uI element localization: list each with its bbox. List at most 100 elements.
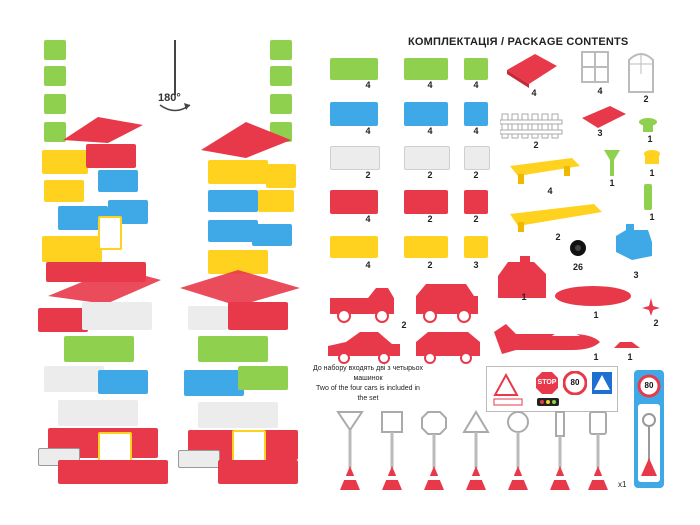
qty-white-small: 2 bbox=[473, 170, 479, 180]
qty-blue-small: 4 bbox=[473, 126, 479, 136]
roof-middle-right bbox=[180, 270, 300, 306]
package-contents-title: КОМПЛЕКТАЦІЯ / PACKAGE CONTENTS bbox=[408, 36, 629, 48]
qty-green-large: 4 bbox=[365, 80, 371, 90]
qty-yellow-cap: 1 bbox=[649, 168, 655, 178]
qty-blue-chair: 3 bbox=[633, 270, 639, 280]
tall-speed-limit-text: 80 bbox=[644, 381, 654, 390]
pedestrian-crossing-sign-icon bbox=[592, 372, 612, 394]
white-brick-small bbox=[464, 146, 490, 170]
yellow-brick-large bbox=[330, 236, 378, 258]
awning bbox=[582, 106, 626, 128]
qty-cup: 1 bbox=[647, 134, 653, 144]
barrier-sign-icon bbox=[493, 398, 523, 406]
yellow-brick-medium bbox=[404, 236, 448, 258]
stop-sign-text: STOP bbox=[537, 379, 557, 386]
qty-red-cabin: 1 bbox=[521, 292, 527, 302]
car-pickup bbox=[330, 288, 394, 323]
cars-note-en: Two of the four cars is included in the … bbox=[316, 385, 420, 402]
sign-set-count: x1 bbox=[618, 480, 627, 489]
car-sedan bbox=[328, 332, 400, 364]
qty-yellow-medium: 2 bbox=[427, 260, 433, 270]
qty-green-medium: 4 bbox=[427, 80, 433, 90]
tall-sign-card: 80 bbox=[634, 370, 664, 488]
qty-yellow-plate: 2 bbox=[555, 232, 561, 242]
tall-speed-limit-icon bbox=[637, 374, 661, 398]
qty-red-large: 4 bbox=[365, 214, 371, 224]
qty-blue-large: 4 bbox=[365, 126, 371, 136]
speed-limit-text: 80 bbox=[570, 378, 580, 387]
car-suv bbox=[416, 284, 478, 323]
qty-cars: 2 bbox=[401, 320, 407, 330]
assembled-tower-front bbox=[38, 40, 168, 490]
yellow-long-plate bbox=[510, 158, 580, 184]
sign-sheet: STOP 80 bbox=[486, 366, 618, 412]
white-brick-large bbox=[330, 146, 380, 170]
sign-posts-row bbox=[336, 410, 608, 490]
red-brick-small bbox=[464, 190, 488, 214]
qty-roof: 4 bbox=[531, 88, 537, 98]
green-tube bbox=[604, 150, 620, 176]
sign-post-rectangle bbox=[588, 411, 608, 490]
assembled-tower-back bbox=[178, 40, 308, 490]
qty-window: 4 bbox=[597, 86, 603, 96]
car-van bbox=[416, 332, 480, 364]
blue-brick-medium bbox=[404, 102, 448, 126]
qty-yellow-large: 4 bbox=[365, 260, 371, 270]
green-brick-small bbox=[464, 58, 488, 80]
blue-brick-large bbox=[330, 102, 378, 126]
window-frame bbox=[581, 51, 609, 83]
yellow-cap bbox=[644, 150, 660, 164]
rotation-label: 180° bbox=[158, 92, 181, 104]
sign-post-triangle-up bbox=[462, 410, 490, 490]
rotation-arrow-icon bbox=[159, 40, 191, 112]
green-cup bbox=[639, 118, 657, 132]
sign-post-circle bbox=[507, 411, 529, 490]
tall-sign-post-icon bbox=[641, 413, 657, 476]
qty-plane-tail: 1 bbox=[627, 352, 633, 362]
qty-yellow-small: 3 bbox=[473, 260, 479, 270]
qty-red-medium: 2 bbox=[427, 214, 433, 224]
cars-note-ua: До набору входять дві з четырьох машинок bbox=[313, 365, 423, 382]
red-cabin bbox=[498, 256, 546, 298]
white-brick-medium bbox=[404, 146, 450, 170]
propeller bbox=[642, 298, 660, 316]
stop-sign-icon bbox=[536, 372, 558, 394]
qty-fence: 2 bbox=[533, 140, 539, 150]
qty-green-tube: 1 bbox=[609, 178, 615, 188]
sign-post-traffic-light bbox=[550, 411, 570, 490]
green-brick-medium bbox=[404, 58, 448, 80]
qty-white-large: 2 bbox=[365, 170, 371, 180]
qty-propeller: 2 bbox=[653, 318, 659, 328]
yellow-plate bbox=[510, 204, 602, 232]
roof-top-left bbox=[63, 117, 143, 143]
sign-post-octagon bbox=[421, 411, 447, 490]
qty-red-small: 2 bbox=[473, 214, 479, 224]
qty-plane-wing: 1 bbox=[593, 310, 599, 320]
railway-warning-sign-icon bbox=[493, 373, 519, 396]
door bbox=[628, 53, 654, 93]
red-brick-medium bbox=[404, 190, 448, 214]
qty-white-medium: 2 bbox=[427, 170, 433, 180]
sign-post-triangle-down bbox=[336, 411, 364, 490]
qty-blue-medium: 4 bbox=[427, 126, 433, 136]
roof-piece bbox=[507, 54, 557, 88]
green-brick-large bbox=[330, 58, 378, 80]
sign-post-square bbox=[381, 411, 403, 490]
qty-green-peg: 1 bbox=[649, 212, 655, 222]
roof-middle-left bbox=[48, 268, 161, 304]
qty-awning: 3 bbox=[597, 128, 603, 138]
plane-body bbox=[494, 324, 600, 354]
yellow-brick-small bbox=[464, 236, 488, 258]
qty-wheels: 26 bbox=[572, 262, 583, 272]
wheel bbox=[570, 240, 586, 256]
qty-yellow-long-plate: 4 bbox=[547, 186, 553, 196]
fence bbox=[500, 113, 563, 139]
cars-note: До набору входять дві з четырьох машинок… bbox=[313, 364, 423, 404]
green-peg bbox=[644, 184, 652, 210]
qty-green-small: 4 bbox=[473, 80, 479, 90]
traffic-light-icon bbox=[537, 398, 559, 406]
red-brick-large bbox=[330, 190, 378, 214]
qty-door: 2 bbox=[643, 94, 649, 104]
roof-top-right bbox=[201, 122, 291, 158]
blue-chair bbox=[616, 224, 652, 260]
